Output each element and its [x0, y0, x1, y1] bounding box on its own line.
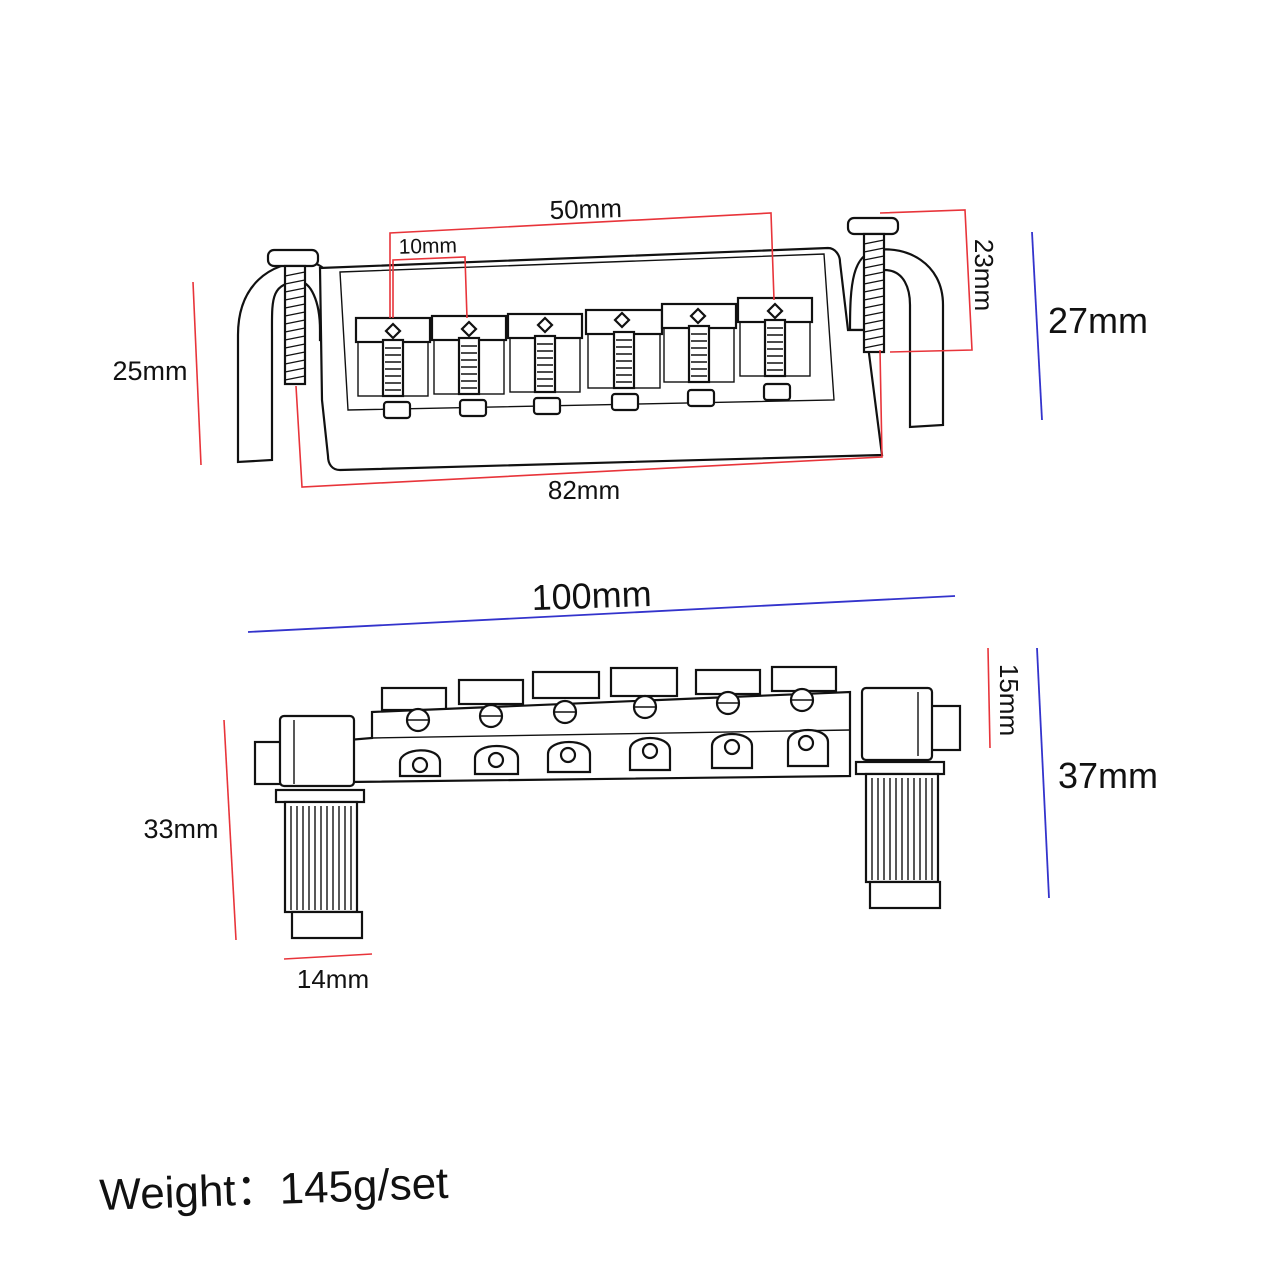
- side-left-post: [253, 714, 366, 940]
- dim-10mm-line: [392, 256, 468, 319]
- dim-82mm-line: [295, 349, 883, 488]
- label-23mm: 23mm: [969, 239, 999, 311]
- side-view-labels: 100mm 15mm 33mm 14mm 37mm: [143, 573, 1158, 994]
- label-100mm: 100mm: [531, 573, 652, 618]
- dim-27mm-line: [1031, 231, 1043, 421]
- saddle-screw-icon: [613, 311, 631, 329]
- top-view-bridge: [236, 216, 945, 472]
- weight-spec: Weight：145g/set: [99, 1159, 449, 1220]
- saddle-2: [430, 314, 508, 418]
- label-27mm: 27mm: [1048, 300, 1148, 341]
- dim-33mm-line: [223, 719, 237, 941]
- dim-23mm-line: [879, 209, 973, 353]
- dim-50mm-line: [389, 212, 775, 318]
- label-14mm: 14mm: [297, 964, 369, 994]
- saddle-screw-icon: [766, 302, 784, 320]
- side-view-dimensions: [223, 595, 1050, 960]
- label-25mm: 25mm: [112, 356, 187, 386]
- label-82mm: 82mm: [548, 475, 620, 505]
- saddle-3: [506, 312, 584, 416]
- dim-15mm-line: [987, 647, 991, 749]
- saddle-screw-icon: [689, 307, 707, 325]
- top-view-labels: 50mm 10mm 25mm 82mm 23mm 27mm: [112, 193, 1148, 505]
- dim-25mm-line: [192, 281, 202, 466]
- saddle-screw-icon: [536, 316, 554, 334]
- saddle-4: [584, 308, 664, 412]
- dim-100mm-line: [247, 595, 956, 633]
- bridge-channel-body: [318, 246, 884, 472]
- saddle-screw-icon: [384, 322, 402, 340]
- left-mount-screw: [266, 248, 320, 386]
- saddle-row: [354, 296, 814, 420]
- top-view-dimensions: [192, 209, 1043, 488]
- side-string-anchors: [398, 729, 830, 778]
- label-10mm: 10mm: [398, 234, 457, 259]
- label-33mm: 33mm: [143, 814, 218, 844]
- label-15mm: 15mm: [994, 664, 1024, 736]
- side-right-post: [854, 686, 962, 910]
- side-view-bridge: [253, 665, 962, 940]
- label-50mm: 50mm: [549, 193, 622, 225]
- saddle-1: [354, 316, 432, 420]
- saddle-screw-icon: [460, 320, 478, 338]
- label-37mm: 37mm: [1058, 755, 1158, 796]
- channel-inner-edge: [339, 253, 835, 411]
- right-u-bracket: [848, 248, 945, 429]
- saddle-6: [736, 296, 814, 402]
- side-intonation-screws: [405, 687, 815, 733]
- saddle-5: [660, 302, 738, 408]
- dim-14mm-line: [283, 953, 373, 960]
- right-mount-screw: [846, 216, 900, 354]
- dim-37mm-line: [1036, 647, 1050, 899]
